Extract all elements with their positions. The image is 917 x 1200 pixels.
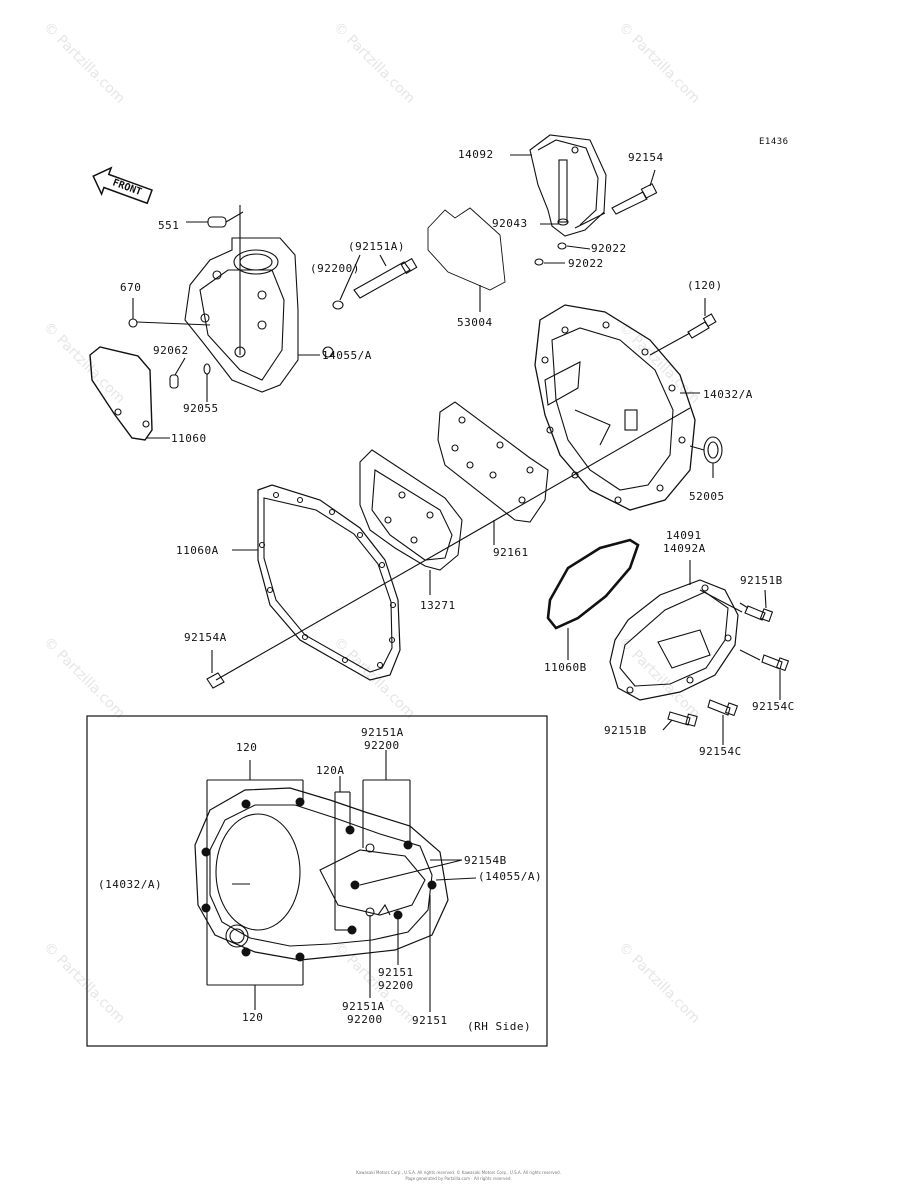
washer-92022 [557, 242, 567, 250]
cap-cover-14092 [510, 134, 607, 237]
rh-side-inset [86, 715, 548, 1047]
dowel-pin-551 [186, 211, 244, 228]
callout-14092A: 14092A [663, 542, 706, 555]
callout-551: 551 [158, 219, 180, 232]
o-ring-670 [128, 318, 138, 328]
inset-callout-92200: 92200 [364, 739, 400, 752]
bolt-120 [687, 313, 717, 339]
oil-seal-52005 [703, 436, 723, 464]
inset-callout-92151A: 92151A [342, 1000, 385, 1013]
clutch-cover-14032 [534, 304, 696, 511]
inset-callout-92151: 92151 [378, 966, 414, 979]
callout-14032A: 14032/A [703, 388, 753, 401]
footer-generated: Page generated by Partzilla.com · All ri… [405, 1176, 512, 1181]
o-ring-92055 [203, 363, 211, 375]
bolt-92154A [206, 672, 225, 689]
callout-52005: 52005 [689, 490, 725, 503]
cover-14092A [609, 560, 739, 701]
inset-callout-14032A: (14032/A) [98, 878, 163, 891]
callout-92043: 92043 [492, 217, 528, 230]
inset-callout-120: 120 [236, 741, 258, 754]
gasket-53004 [427, 207, 506, 291]
callout-13271: 13271 [420, 599, 456, 612]
callout-92154: 92154 [628, 151, 664, 164]
washer-92200 [332, 300, 344, 310]
bolt-92154 [611, 183, 658, 215]
gasket-11060A [232, 484, 401, 681]
callout-670: 670 [120, 281, 142, 294]
callout-92154A: 92154A [184, 631, 227, 644]
outer-cover-14055 [184, 205, 299, 393]
bolt-92151A [353, 257, 418, 299]
inset-callout-92200: 92200 [378, 979, 414, 992]
bolt-92151B [744, 605, 766, 621]
inset-callout-92151A: 92151A [361, 726, 404, 739]
callout-92161: 92161 [493, 546, 529, 559]
callout-92151A-paren: (92151A) [348, 240, 405, 253]
callout-92154C: 92154C [699, 745, 742, 758]
pin-92062 [169, 374, 179, 389]
inset-side-label: (RH Side) [467, 1020, 532, 1033]
inset-callout-120: 120 [242, 1011, 264, 1024]
plate-13271 [359, 449, 463, 595]
callout-11060B: 11060B [544, 661, 587, 674]
damper-92161 [437, 401, 549, 545]
inset-callout-92154B: 92154B [464, 854, 507, 867]
callout-14091: 14091 [666, 529, 702, 542]
callout-92062: 92062 [153, 344, 189, 357]
callout-120-paren: (120) [687, 279, 723, 292]
inset-callout-120A: 120A [316, 764, 345, 777]
callout-92022: 92022 [591, 242, 627, 255]
gasket-11060 [89, 346, 153, 441]
washer-92022 [534, 258, 544, 266]
callout-92200-paren: (92200) [310, 262, 360, 275]
callout-11060A: 11060A [176, 544, 219, 557]
bolt-92151B [667, 711, 691, 726]
callout-92055: 92055 [183, 402, 219, 415]
callout-92151B: 92151B [604, 724, 647, 737]
front-arrow-icon [92, 166, 153, 205]
gasket-11060B [546, 538, 640, 630]
callout-53004: 53004 [457, 316, 493, 329]
callout-92151B: 92151B [740, 574, 783, 587]
callout-14092: 14092 [458, 148, 494, 161]
callout-14055A: 14055/A [322, 349, 372, 362]
callout-92022: 92022 [568, 257, 604, 270]
diagram-code: E1436 [759, 137, 789, 147]
bolt-92154C [707, 699, 731, 716]
inset-callout-92200: 92200 [347, 1013, 383, 1026]
callout-11060: 11060 [171, 432, 207, 445]
inset-callout-14055A: (14055/A) [478, 870, 543, 883]
callout-92154C: 92154C [752, 700, 795, 713]
footer-copyright: Kawasaki Motors Corp., U.S.A. All rights… [356, 1170, 561, 1175]
inset-callout-92151: 92151 [412, 1014, 448, 1027]
